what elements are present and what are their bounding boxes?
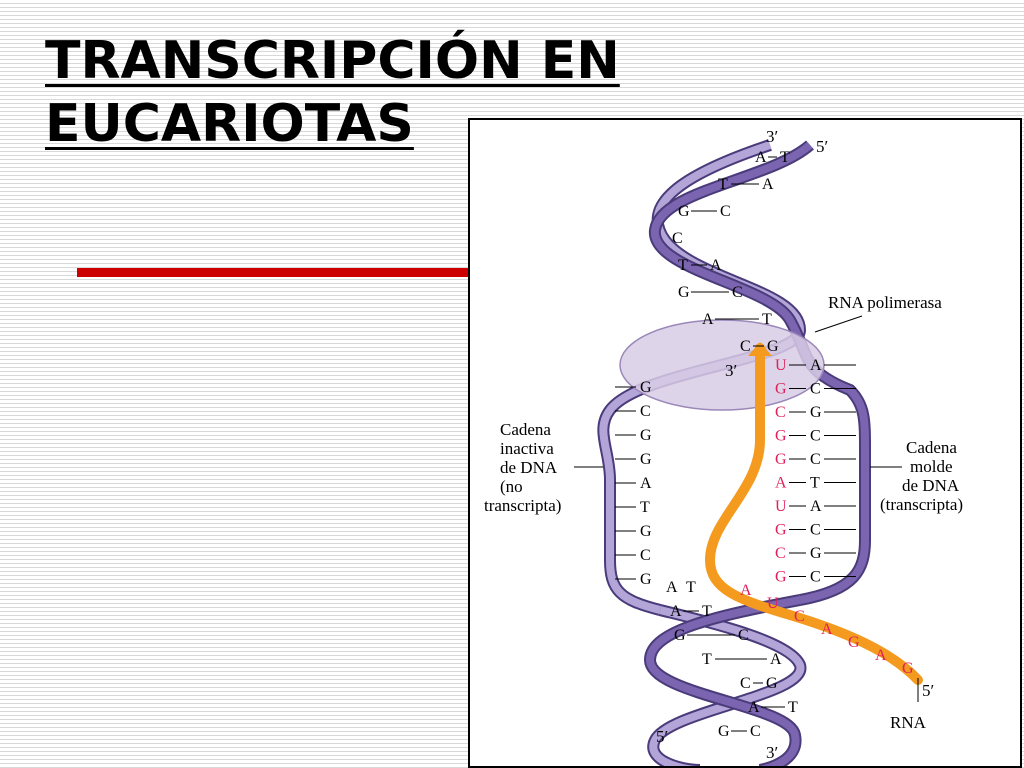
inactive-strand-line-2: inactiva — [500, 439, 554, 458]
coding-strand-base: A — [640, 475, 652, 492]
rna-paired-base: G — [775, 451, 787, 468]
coding-strand-base: C — [640, 547, 651, 564]
bottom-base-pair-right: T — [788, 699, 798, 716]
bottom-base-pair-left: A — [670, 603, 682, 620]
dna-ribbon-bottom-left — [649, 606, 805, 766]
coding-strand-base: G — [640, 427, 652, 444]
coding-strand-base: G — [640, 523, 652, 540]
rna-paired-base: G — [775, 428, 787, 445]
dna-ribbon-bottom-right — [645, 596, 801, 766]
top-base-pair-right: T — [780, 149, 790, 166]
top-base-pair-left: G — [678, 203, 690, 220]
rna-paired-base: U — [775, 498, 787, 515]
inactive-strand-line-5: transcripta) — [484, 496, 561, 515]
top-base-pair-right: A — [710, 257, 722, 274]
top-base-pair-left: T — [718, 176, 728, 193]
bottom-base-pair-left: G — [718, 723, 730, 740]
rna-tail-base: U — [767, 595, 779, 612]
template-strand-base: G — [810, 404, 822, 421]
top-base-pair-left: A — [702, 311, 714, 328]
rna-5prime: 5′ — [922, 681, 934, 700]
rna-polymerase-label: RNA polimerasa — [828, 293, 942, 312]
top-5prime: 5′ — [816, 137, 828, 156]
dna-ribbon-right — [650, 141, 869, 604]
rna-paired-base: U — [775, 357, 787, 374]
template-strand-line-4: (transcripta) — [880, 495, 963, 514]
template-strand-base: C — [810, 522, 821, 539]
rna-paired-base: A — [775, 475, 787, 492]
rna-paired-base: G — [775, 522, 787, 539]
top-base-pair-right: C — [732, 284, 743, 301]
template-strand-base: C — [810, 428, 821, 445]
bottom-base-pair-left: A — [666, 579, 678, 596]
template-strand-base: G — [810, 545, 822, 562]
title-line-1: TRANSCRIPCIÓN EN — [45, 31, 620, 91]
coding-strand-base: G — [640, 379, 652, 396]
coding-strand-base: C — [640, 403, 651, 420]
top-base-pair-right: T — [762, 311, 772, 328]
template-strand-base: A — [810, 357, 822, 374]
template-strand-base: C — [810, 569, 821, 586]
inactive-strand-line-3: de DNA — [500, 458, 558, 477]
title-line-2: EUCARIOTAS — [45, 94, 414, 154]
bottom-base-pair-right: C — [750, 723, 761, 740]
rna-strand — [704, 343, 923, 685]
template-strand-base: C — [810, 381, 821, 398]
template-strand-base: A — [810, 498, 822, 515]
bottom-base-pair-right: T — [686, 579, 696, 596]
bottom-base-pair-right: C — [738, 627, 749, 644]
coding-strand-base: G — [640, 571, 652, 588]
bottom-base-pair-left: A — [748, 699, 760, 716]
rna-tail-base: G — [902, 660, 914, 677]
bottom-base-pair-left: G — [674, 627, 686, 644]
top-base-pair-left: G — [678, 284, 690, 301]
template-strand-base: T — [810, 475, 820, 492]
bottom-3prime: 3′ — [766, 743, 778, 762]
top-base-pair-left: C — [740, 338, 751, 355]
bottom-base-pair-right: A — [770, 651, 782, 668]
rna-arrowhead — [748, 342, 772, 356]
top-base-pair-left: C — [672, 230, 683, 247]
bottom-base-pair-right: T — [702, 603, 712, 620]
bottom-base-pair-left: C — [740, 675, 751, 692]
rna-tail-base: G — [848, 634, 860, 651]
template-strand-line-3: de DNA — [902, 476, 960, 495]
rna-label: RNA — [890, 713, 927, 732]
bottom-base-pair-right: G — [766, 675, 778, 692]
top-3prime: 3′ — [766, 127, 778, 146]
coding-strand-base: T — [640, 499, 650, 516]
top-base-pair-left: T — [678, 257, 688, 274]
slide-title: TRANSCRIPCIÓN EN EUCARIOTAS — [45, 30, 705, 156]
coding-strand-base: G — [640, 451, 652, 468]
inactive-strand-line-1: Cadena — [500, 420, 551, 439]
red-accent-line — [77, 268, 477, 277]
inactive-strand-line-4: (no — [500, 477, 523, 496]
top-base-pair-left: A — [755, 149, 767, 166]
template-strand-base: C — [810, 451, 821, 468]
rna-tail-base: A — [740, 582, 752, 599]
top-base-pair-right: G — [767, 338, 779, 355]
rna-paired-base: G — [775, 569, 787, 586]
rna-tail-base: A — [821, 621, 833, 638]
rna-polymerase-leader — [814, 315, 863, 333]
top-base-pair-right: C — [720, 203, 731, 220]
rna-tail-base: A — [875, 647, 887, 664]
rna-paired-base: C — [775, 404, 786, 421]
template-strand-line-1: Cadena — [906, 438, 957, 457]
polymerase-3prime: 3′ — [725, 361, 737, 380]
rna-paired-base: G — [775, 381, 787, 398]
top-base-pair-right: A — [762, 176, 774, 193]
bottom-base-pair-left: T — [702, 651, 712, 668]
bottom-5prime: 5′ — [656, 727, 668, 746]
template-strand-line-2: molde — [910, 457, 953, 476]
rna-paired-base: C — [775, 545, 786, 562]
rna-tail-base: C — [794, 608, 805, 625]
